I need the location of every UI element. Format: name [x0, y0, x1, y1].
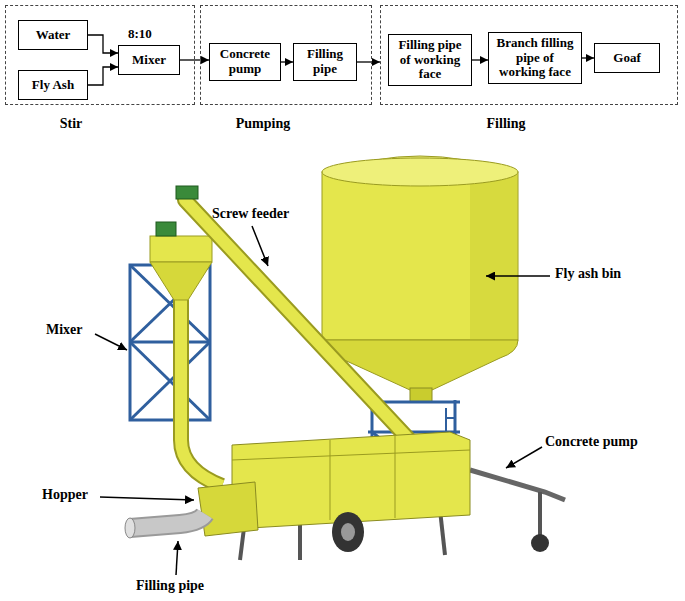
stage-group: StirWaterFly AshMixer: [5, 5, 195, 105]
box-text: Goaf: [613, 51, 640, 66]
flow-arrow: [472, 59, 488, 60]
flow-arrow: [582, 57, 594, 58]
process-box: Filling pipe of working face: [388, 34, 472, 87]
mixer-outlet-pipe: [181, 300, 222, 486]
flow-arrow: [88, 35, 118, 53]
part-label: Filling pipe: [136, 578, 204, 594]
process-box: Filling pipe: [293, 43, 357, 81]
mixer-drawing: [150, 222, 212, 300]
leader-lines: [95, 226, 550, 575]
box-text: Concrete pump: [213, 47, 277, 77]
stage-group: FillingFilling pipe of working faceBranc…: [380, 5, 678, 105]
box-text: Fly Ash: [32, 78, 74, 93]
flow-arrow: [357, 61, 380, 62]
flow-arrow: [281, 61, 293, 62]
box-text: Water: [36, 28, 71, 43]
stage-heading: Stir: [60, 116, 83, 132]
process-box: Goaf: [594, 43, 660, 73]
process-box: Fly Ash: [18, 70, 88, 100]
part-label: Mixer: [46, 322, 83, 338]
part-label: Fly ash bin: [555, 266, 621, 282]
process-box: Mixer: [118, 45, 180, 75]
screw-feeder-drawing: [185, 200, 430, 462]
flow-arrow: [88, 67, 118, 85]
part-label: Hopper: [42, 487, 88, 503]
process-box: Water: [18, 20, 88, 50]
process-box: Branch filling pipe of working face: [488, 32, 582, 85]
concrete-pump-drawing: [125, 432, 565, 560]
process-box: Concrete pump: [209, 43, 281, 81]
part-label: Concrete pump: [545, 434, 638, 450]
part-label: Screw feeder: [212, 206, 289, 222]
fly-ash-bin-drawing: [322, 156, 518, 402]
stage-group: PumpingConcrete pumpFilling pipe: [200, 5, 372, 105]
box-text: Filling pipe of working face: [392, 38, 468, 83]
box-text: Branch filling pipe of working face: [492, 36, 578, 81]
stage-heading: Filling: [487, 116, 526, 132]
ratio-label: 8:10: [128, 27, 152, 42]
stage-heading: Pumping: [236, 116, 290, 132]
box-text: Mixer: [132, 53, 166, 68]
box-text: Filling pipe: [297, 47, 353, 77]
motor: [176, 186, 198, 199]
